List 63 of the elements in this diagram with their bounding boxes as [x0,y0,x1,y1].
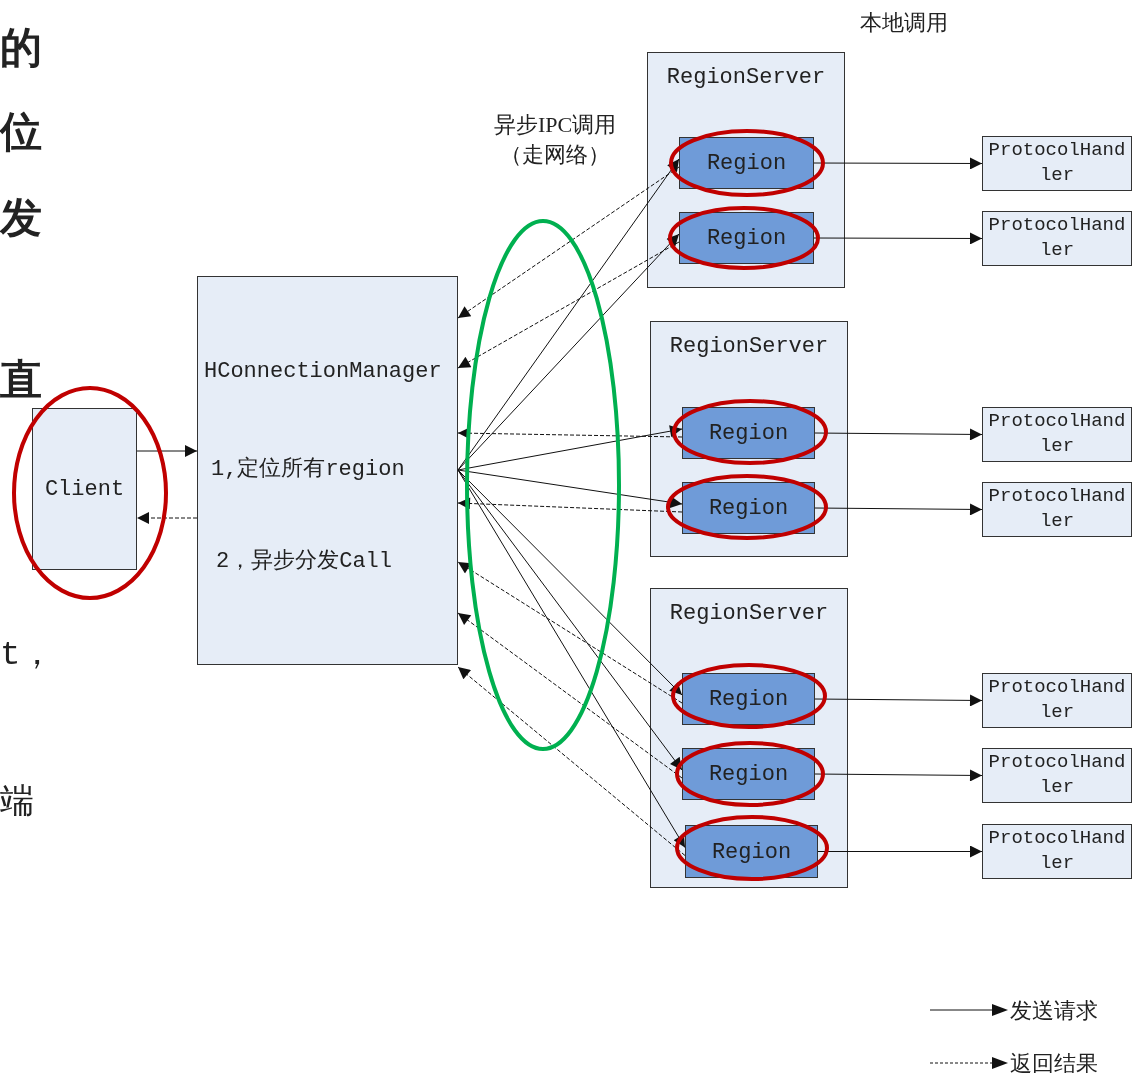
arrow [817,845,983,858]
arrow [457,561,683,704]
server-box [650,321,848,557]
region-box [682,748,815,800]
arrow [457,427,683,440]
box-title: RegionServer [668,334,830,359]
server-box [650,588,848,888]
server-box [647,52,845,288]
legend-label: 返回结果 [1010,1050,1098,1073]
box-label: Region [707,761,790,787]
box-title: RegionServer [665,65,827,90]
arrow [136,512,198,524]
box-label: ProtocolHandler [987,213,1127,263]
manager-box [197,276,458,665]
arrow [457,425,683,471]
text-fragment: 的 [0,24,42,73]
box-label: Region [707,420,790,446]
arrow [813,232,983,245]
arrow [457,166,680,319]
region-box [679,212,814,264]
box-label: Region [710,839,793,864]
arrow [457,612,683,779]
arrow [814,694,983,707]
arrow [457,233,680,471]
arrow [814,428,983,441]
arrow [457,158,680,471]
arrow [814,503,983,516]
box-label: Region [707,495,790,521]
arrow [457,497,683,513]
client-box [32,408,137,570]
region-box [682,482,815,534]
arrow [136,445,198,457]
region-box [682,407,815,459]
region-box [679,137,814,189]
box-label: ProtocolHandler [987,675,1127,725]
step-text: 1,定位所有region [211,455,405,483]
box-label: ProtocolHandler [987,750,1127,800]
arrow [814,769,983,782]
box-label: ProtocolHandler [987,409,1127,459]
legend-label: 发送请求 [1010,997,1098,1025]
box-label: ProtocolHandler [987,826,1127,876]
box-label: Region [707,686,790,712]
arrow [457,241,680,369]
text-fragment: 直 [0,356,42,405]
arrow [457,666,686,856]
annotation-text: 异步IPC调用（走网络） [492,111,618,169]
box-title: HConnectionManager [204,359,442,384]
region-box [682,673,815,725]
step-text: 2，异步分发Call [216,548,392,575]
box-title: RegionServer [668,601,830,626]
text-fragment: 端 [0,781,34,821]
arrow [813,157,983,170]
box-label: ProtocolHandler [987,138,1127,188]
box-label: Client [43,476,126,502]
box-label: Region [705,150,788,176]
box-label: ProtocolHandler [987,484,1127,534]
arrow [457,469,686,848]
annotation-text: 本地调用 [860,9,948,37]
arrow [457,469,683,509]
text-fragment: t， [0,635,55,676]
region-box [685,825,818,878]
arrow [457,469,683,696]
box-label: Region [705,225,788,251]
